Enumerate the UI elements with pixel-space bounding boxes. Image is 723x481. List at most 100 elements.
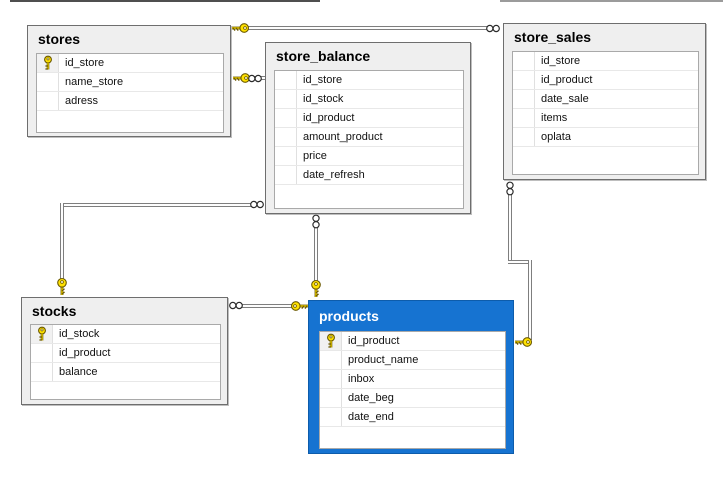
column-name-label: name_store xyxy=(65,76,124,88)
table-stores[interactable]: stores id_store name_store adress xyxy=(27,25,231,137)
column-name-label: balance xyxy=(59,366,98,378)
row-gutter xyxy=(275,166,297,184)
table-title[interactable]: stocks xyxy=(32,303,77,319)
column-row[interactable]: id_stock xyxy=(275,90,463,109)
infinity-connector-icon xyxy=(249,200,265,209)
column-name-label: date_end xyxy=(348,411,394,423)
row-gutter xyxy=(37,73,59,91)
table-title[interactable]: store_sales xyxy=(514,29,592,45)
primary-key-icon xyxy=(37,54,59,72)
relationship-segment xyxy=(508,260,532,264)
key-connector-icon xyxy=(290,300,310,312)
row-gutter xyxy=(275,128,297,146)
column-name-label: date_refresh xyxy=(303,169,365,181)
table-store_sales[interactable]: store_sales id_store id_product date_sal… xyxy=(503,23,706,180)
primary-key-icon xyxy=(31,325,53,343)
relationship-segment xyxy=(248,26,488,30)
table-title[interactable]: stores xyxy=(38,31,81,47)
clipped-top-edge-line-left xyxy=(10,0,320,2)
row-gutter xyxy=(275,147,297,165)
column-row[interactable]: balance xyxy=(31,363,220,382)
column-row[interactable]: id_product xyxy=(513,71,698,90)
column-row[interactable]: adress xyxy=(37,92,223,111)
infinity-connector-icon xyxy=(485,24,501,33)
table-products-selected[interactable]: products id_product product_name inbox d… xyxy=(308,300,514,454)
relationship-segment xyxy=(314,228,318,284)
row-gutter xyxy=(320,389,342,407)
relationship-segment xyxy=(528,260,532,340)
row-gutter xyxy=(513,90,535,108)
column-row[interactable]: date_sale xyxy=(513,90,698,109)
column-list: id_stock id_product balance xyxy=(30,324,221,400)
table-title[interactable]: store_balance xyxy=(276,48,371,64)
column-row[interactable]: items xyxy=(513,109,698,128)
column-name-label: items xyxy=(541,112,568,124)
row-gutter xyxy=(320,370,342,388)
column-row[interactable]: id_store xyxy=(37,54,223,73)
column-name-label: id_store xyxy=(303,74,343,86)
column-name-label: id_stock xyxy=(59,328,100,340)
column-name-label: id_product xyxy=(348,335,400,347)
column-name-label: id_store xyxy=(541,55,581,67)
row-gutter xyxy=(37,92,59,110)
column-row[interactable]: date_refresh xyxy=(275,166,463,185)
column-name-label: date_beg xyxy=(348,392,394,404)
key-connector-icon xyxy=(513,336,533,348)
key-connector-icon xyxy=(56,277,68,297)
relationship-segment xyxy=(238,304,294,308)
column-name-label: price xyxy=(303,150,327,162)
column-name-label: date_sale xyxy=(541,93,589,105)
column-name-label: product_name xyxy=(348,354,419,366)
relationship-segment xyxy=(60,203,251,207)
row-gutter xyxy=(320,351,342,369)
row-gutter xyxy=(513,109,535,127)
column-name-label: oplata xyxy=(541,131,571,143)
column-name-label: id_product xyxy=(59,347,111,359)
column-list: id_store name_store adress xyxy=(36,53,224,133)
column-name-label: id_store xyxy=(65,57,105,69)
column-row[interactable]: date_beg xyxy=(320,389,505,408)
column-name-label: id_product xyxy=(541,74,593,86)
infinity-connector-icon xyxy=(506,181,515,197)
row-gutter xyxy=(513,52,535,70)
column-row[interactable]: date_end xyxy=(320,408,505,427)
key-connector-icon xyxy=(310,279,322,299)
column-list: id_product product_name inbox date_beg d… xyxy=(319,331,506,449)
column-row[interactable]: amount_product xyxy=(275,128,463,147)
column-row[interactable]: id_product xyxy=(275,109,463,128)
column-row[interactable]: price xyxy=(275,147,463,166)
infinity-connector-icon xyxy=(247,74,263,83)
primary-key-icon xyxy=(320,332,342,350)
column-row[interactable]: product_name xyxy=(320,351,505,370)
column-row[interactable]: id_store xyxy=(275,71,463,90)
relationship-segment xyxy=(60,203,64,285)
relationship-segment xyxy=(508,194,512,262)
row-gutter xyxy=(31,363,53,381)
column-row[interactable]: oplata xyxy=(513,128,698,147)
row-gutter xyxy=(513,128,535,146)
column-name-label: amount_product xyxy=(303,131,383,143)
infinity-connector-icon xyxy=(312,214,321,230)
row-gutter xyxy=(275,90,297,108)
column-list: id_store id_product date_sale items opla… xyxy=(512,51,699,175)
column-row[interactable]: id_product xyxy=(31,344,220,363)
key-connector-icon xyxy=(230,22,250,34)
table-stocks[interactable]: stocks id_stock id_product balance xyxy=(21,297,228,405)
column-name-label: id_stock xyxy=(303,93,344,105)
column-row[interactable]: name_store xyxy=(37,73,223,92)
row-gutter xyxy=(275,109,297,127)
column-row[interactable]: id_stock xyxy=(31,325,220,344)
table-store_balance[interactable]: store_balance id_store id_stock id_produ… xyxy=(265,42,471,214)
column-row[interactable]: id_product xyxy=(320,332,505,351)
row-gutter xyxy=(320,408,342,426)
infinity-connector-icon xyxy=(228,301,244,310)
row-gutter xyxy=(31,344,53,362)
clipped-top-edge-line-right xyxy=(500,0,723,2)
column-row[interactable]: inbox xyxy=(320,370,505,389)
row-gutter xyxy=(513,71,535,89)
table-title[interactable]: products xyxy=(319,308,379,324)
column-list: id_store id_stock id_product amount_prod… xyxy=(274,70,464,209)
column-row[interactable]: id_store xyxy=(513,52,698,71)
column-name-label: inbox xyxy=(348,373,375,385)
